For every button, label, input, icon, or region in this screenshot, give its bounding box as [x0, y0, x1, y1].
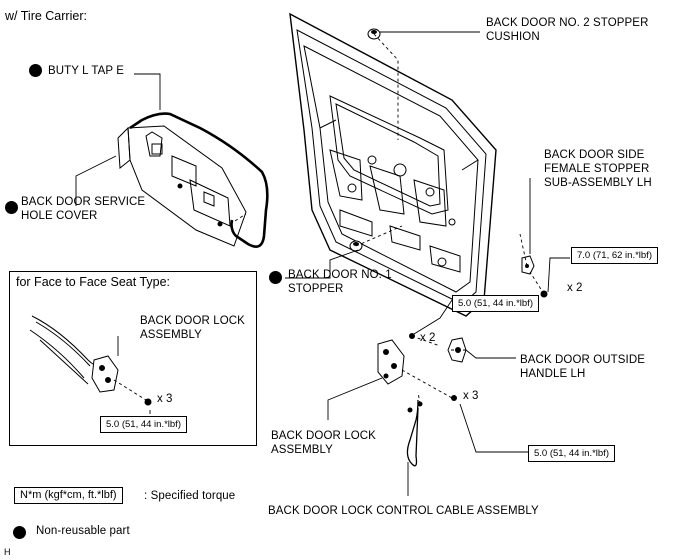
outside-handle-label: BACK DOOR OUTSIDE HANDLE LH [520, 354, 646, 380]
lock-control-cable-label: BACK DOOR LOCK CONTROL CABLE ASSEMBLY [268, 505, 539, 517]
legend-non-reusable-icon [13, 526, 26, 539]
qty-lock: x 3 [463, 390, 479, 402]
stopper-no1-label: BACK DOOR NO. 1 STOPPER [288, 269, 392, 295]
lock-control-cable-part [406, 399, 419, 467]
outside-handle-part [409, 333, 467, 363]
inset-qty: x 3 [157, 393, 173, 405]
leader-lines [75, 31, 570, 496]
side-female-stopper-part [521, 255, 548, 298]
back-door-illustration [289, 12, 497, 317]
service-hole-cover-label: BACK DOOR SERVICE HOLE COVER [21, 196, 146, 222]
page-title: w/ Tire Carrier: [5, 9, 87, 23]
butyl-tape-label: BUTY L TAP E [48, 65, 124, 77]
assembly-dashed-lines [113, 33, 545, 405]
torque-lock: 5.0 (51, 44 in.*lbf) [528, 445, 615, 462]
inset-title: for Face to Face Seat Type: [16, 275, 171, 289]
inset-lock-assembly-label: BACK DOOR LOCK ASSEMBLY [140, 315, 245, 341]
qty-side-stopper: x 2 [567, 282, 583, 294]
footer-code: H [4, 547, 11, 557]
lock-assembly-part [377, 339, 457, 401]
legend-non-reusable-text: Non-reusable part [36, 525, 130, 537]
inset-torque: 5.0 (51, 44 in.*lbf) [100, 416, 187, 433]
side-female-stopper-label: BACK DOOR SIDE FEMALE STOPPER SUB-ASSEMB… [544, 149, 652, 189]
lock-assembly-label: BACK DOOR LOCK ASSEMBLY [271, 430, 376, 456]
butyl-tape-part [129, 112, 269, 248]
stopper-cushion-label: BACK DOOR NO. 2 STOPPER CUSHION [486, 17, 649, 43]
non-reusable-icon [5, 201, 18, 214]
legend-torque-unit: N*m (kgf*cm, ft.*lbf) [14, 487, 123, 504]
non-reusable-icon [269, 271, 282, 284]
torque-handle: 5.0 (51, 44 in.*lbf) [452, 295, 539, 312]
qty-handle: x 2 [420, 332, 436, 344]
service-hole-cover-part [117, 125, 247, 247]
inset-lock-part [29, 315, 152, 406]
non-reusable-icon [29, 64, 42, 77]
face-to-face-inset [9, 271, 257, 446]
torque-side-stopper: 7.0 (71, 62 in.*lbf) [571, 247, 658, 264]
legend-torque-desc: : Specified torque [144, 490, 236, 502]
